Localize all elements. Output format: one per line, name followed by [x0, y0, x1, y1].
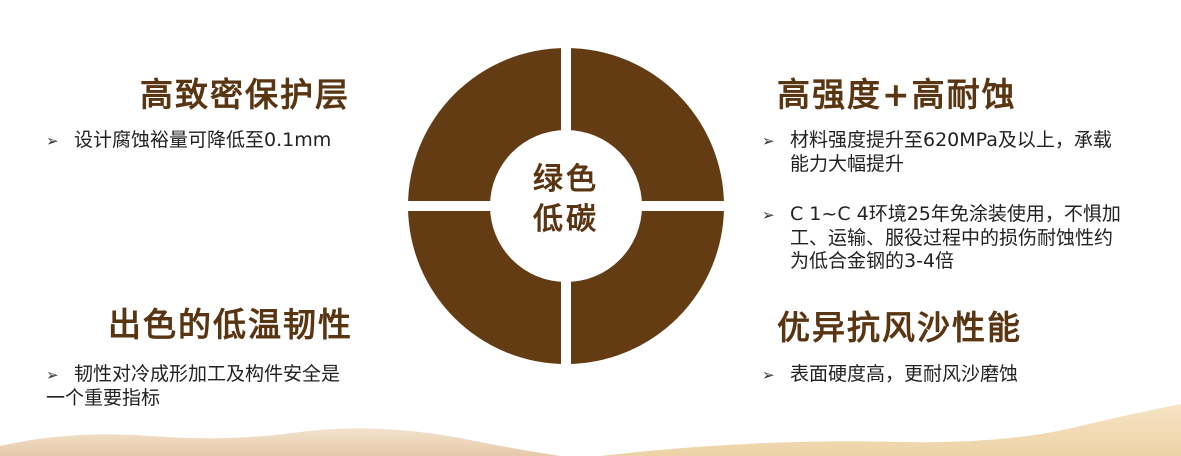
feature-title-low-temp-toughness: 出色的低温韧性 [108, 305, 353, 344]
feature-bullet-dense-protection: ➢ 设计腐蚀裕量可降低至0.1mm [46, 129, 331, 153]
feature-title-dense-protection: 高致密保护层 [140, 75, 350, 114]
bullet-text-line-1: 韧性对冷成形加工及构件安全是 [74, 363, 341, 385]
center-label-line-2: 低碳 [533, 202, 599, 237]
bullet-text-line-2: 能力大幅提升 [790, 153, 905, 175]
ring-center-disc [503, 143, 629, 269]
bullet-text-line-2: 工、运输、服役过程中的损伤耐蚀性约 [790, 227, 1114, 249]
feature-title-sand-resistance: 优异抗风沙性能 [777, 308, 1022, 347]
bullet-text: 表面硬度高，更耐风沙磨蚀 [790, 363, 1019, 385]
bullet-text-line-1: 材料强度提升至620MPa及以上，承载 [790, 129, 1112, 151]
green-lowcarbon-ring-diagram [408, 48, 724, 364]
bullet-arrow-icon: ➢ [762, 366, 775, 384]
bullet-arrow-icon: ➢ [762, 206, 775, 224]
bullet-arrow-icon: ➢ [762, 132, 775, 150]
feature-title-strength-corrosion: 高强度+高耐蚀 [777, 75, 1017, 114]
bullet-text-line-1: C 1~C 4环境25年免涂装使用，不惧加 [790, 203, 1121, 225]
bullet-arrow-icon: ➢ [46, 366, 59, 384]
center-label: 绿色 低碳 [501, 160, 631, 240]
bullet-text-line-3: 为低合金钢的3-4倍 [790, 250, 955, 272]
bullet-text-line-2: 一个重要指标 [46, 387, 161, 409]
feature-bullet-sand-resistance: ➢ 表面硬度高，更耐风沙磨蚀 [762, 363, 1018, 387]
feature-bullet-low-temp-toughness: ➢ 韧性对冷成形加工及构件安全是 一个重要指标 [46, 363, 340, 410]
center-label-line-1: 绿色 [533, 162, 599, 197]
feature-bullet-corrosion-env: ➢ C 1~C 4环境25年免涂装使用，不惧加 工、运输、服役过程中的损伤耐蚀性约… [762, 203, 1121, 273]
bullet-arrow-icon: ➢ [46, 132, 59, 150]
bullet-text: 设计腐蚀裕量可降低至0.1mm [74, 129, 332, 151]
feature-bullet-strength: ➢ 材料强度提升至620MPa及以上，承载 能力大幅提升 [762, 129, 1112, 176]
